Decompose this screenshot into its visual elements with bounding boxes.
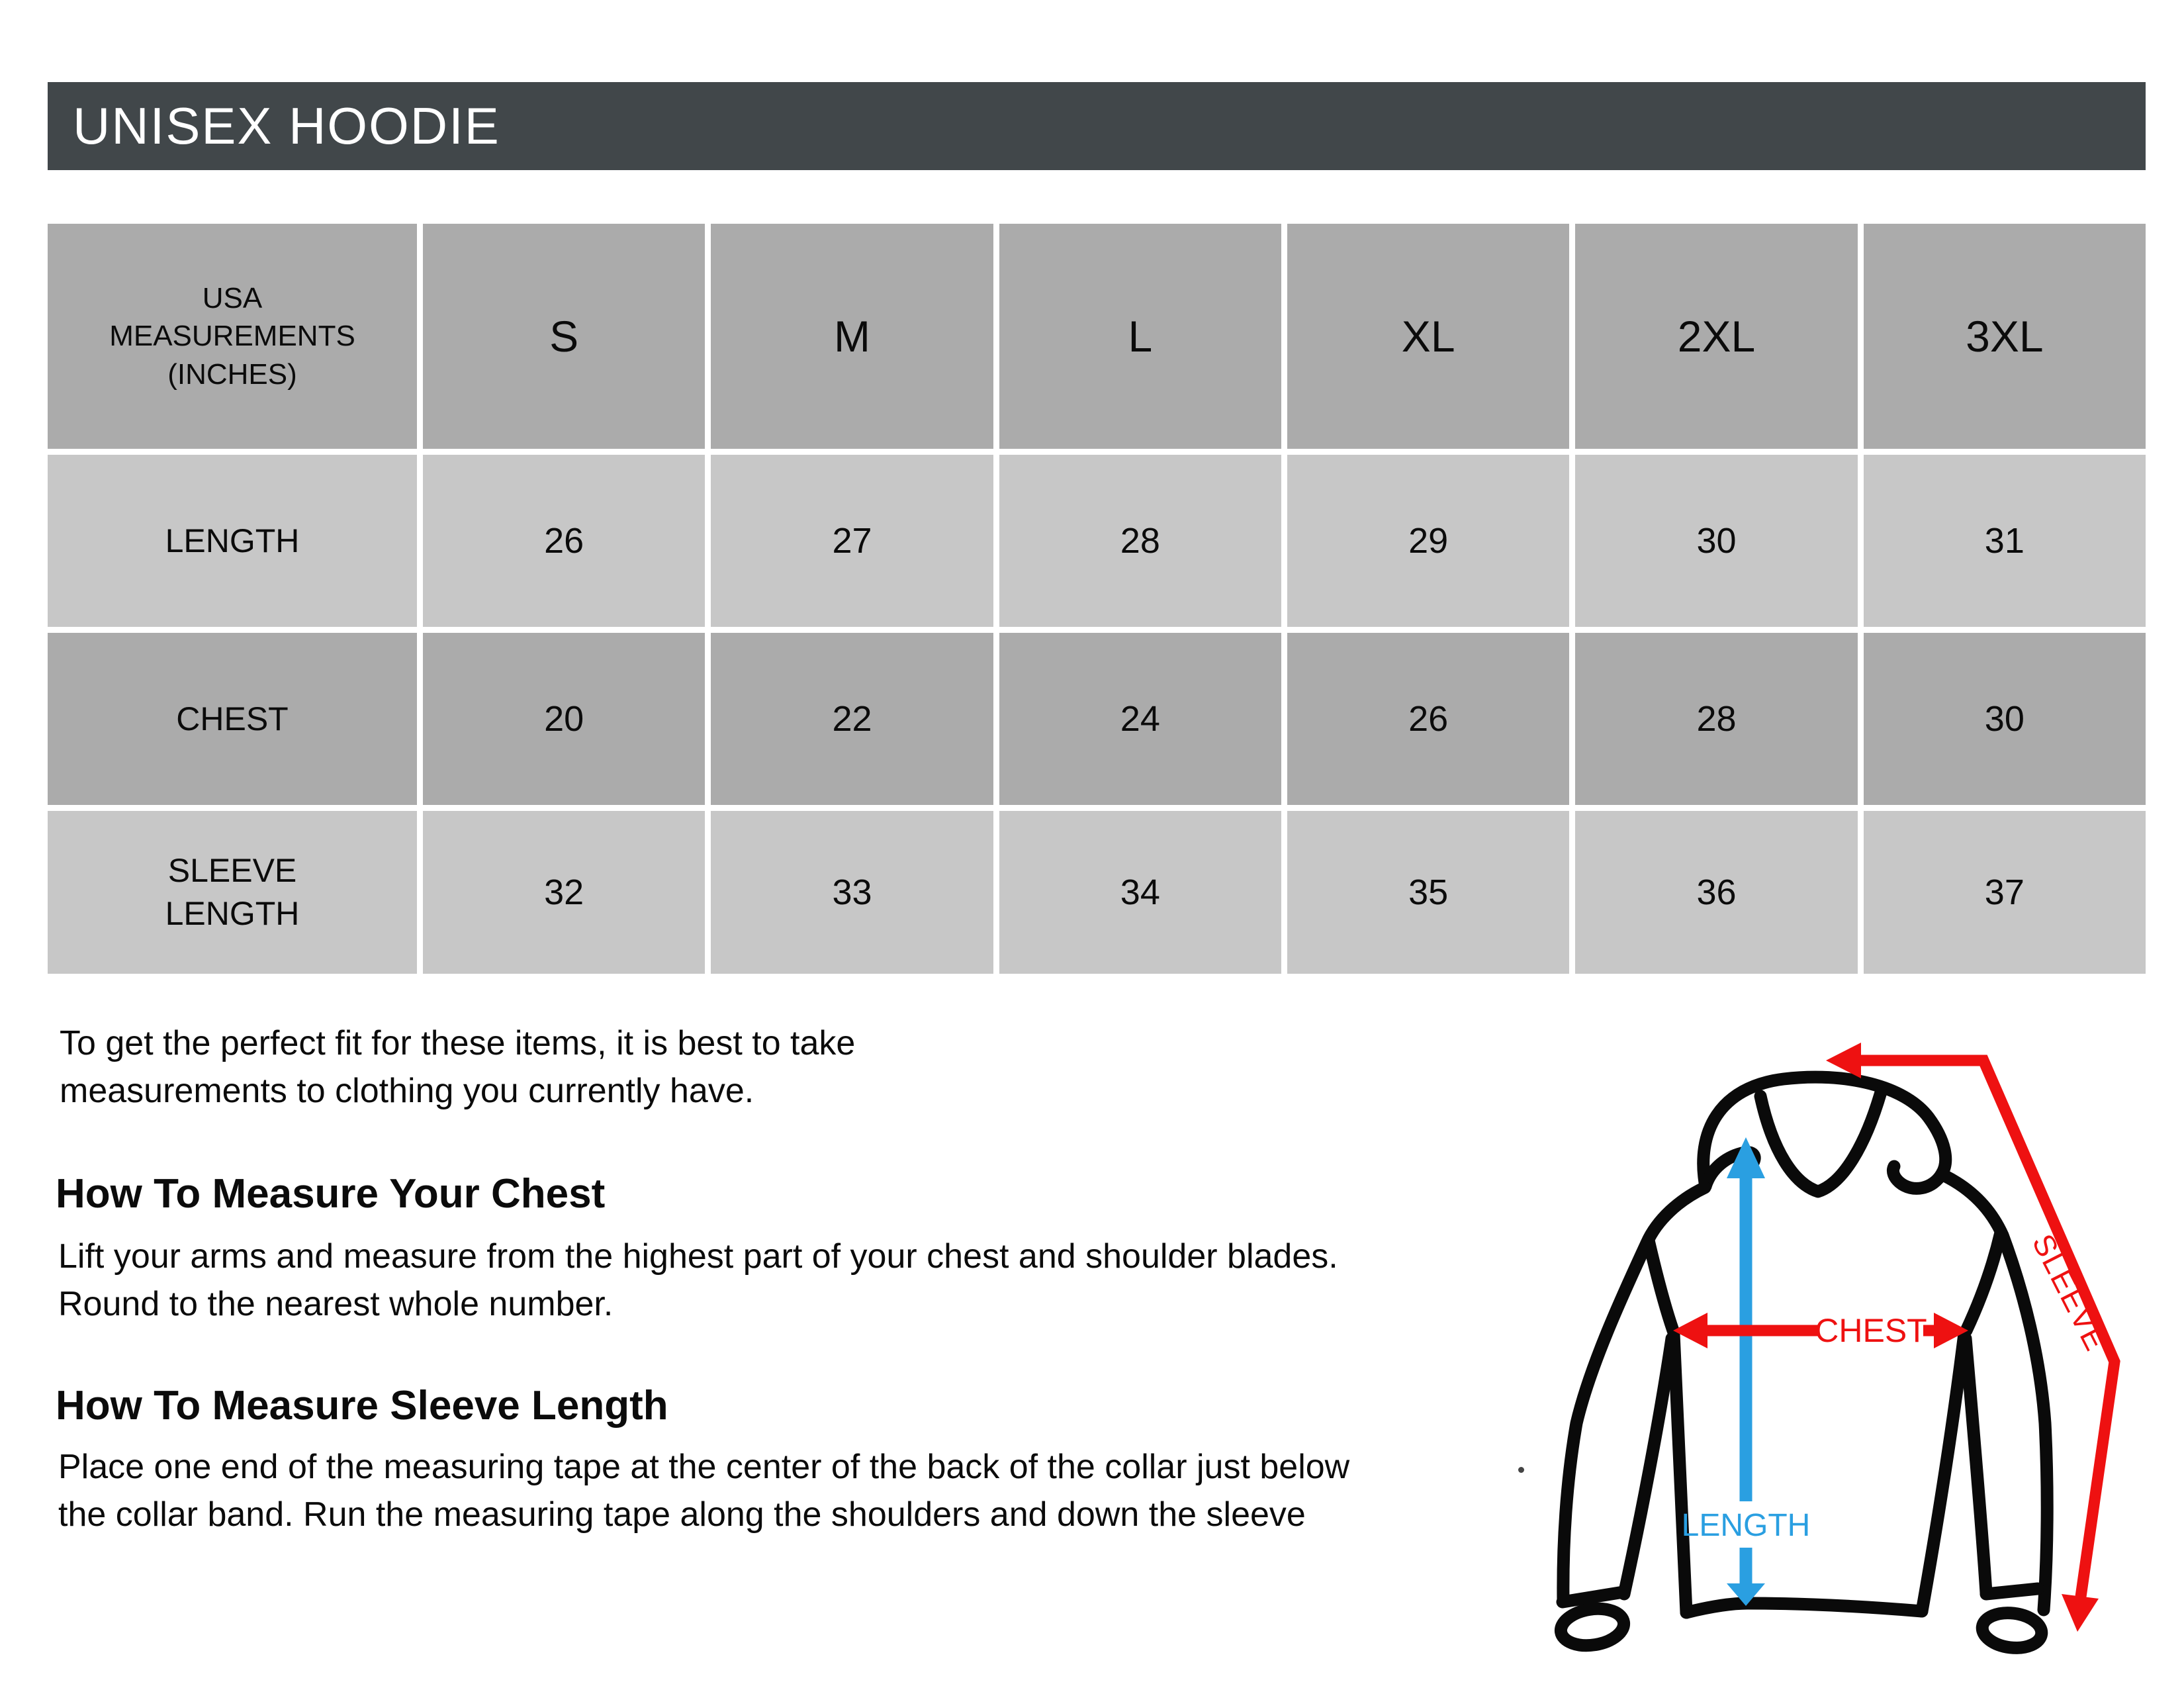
chest-arrowhead-right-icon — [1934, 1313, 1968, 1348]
right-cuff-top-path — [1979, 1582, 2044, 1601]
chest-value-l: 24 — [999, 633, 1281, 805]
length-value-l: 28 — [999, 455, 1281, 627]
left-sleeve-inner-path — [1617, 1332, 1678, 1601]
right-cuff-opening — [1976, 1607, 2048, 1654]
length-value-m: 27 — [711, 455, 993, 627]
right-sleeve-outer-path — [1938, 1169, 2054, 1617]
column-header-xl: XL — [1287, 224, 1570, 449]
sleeve-value-3xl: 37 — [1863, 811, 2146, 974]
column-header-l: L — [999, 224, 1281, 449]
length-arrow: LENGTH — [1682, 1137, 1811, 1606]
hood-outer-path — [1697, 1070, 1952, 1195]
length-arrowhead-down-icon — [1727, 1583, 1765, 1606]
length-value-s: 26 — [423, 455, 705, 627]
length-value-3xl: 31 — [1863, 455, 2146, 627]
left-cuff-top-path — [1556, 1585, 1630, 1609]
chest-value-s: 20 — [423, 633, 705, 805]
sleeve-arrow-polyline — [1856, 1055, 2120, 1598]
chest-text-line1: Lift your arms and measure from the high… — [58, 1237, 1338, 1276]
sleeve-value-l: 34 — [999, 811, 1281, 974]
body-left-edge-path — [1667, 1327, 1693, 1619]
chest-value-m: 22 — [711, 633, 993, 805]
chest-arrowhead-left-icon — [1673, 1313, 1707, 1348]
chest-label: CHEST — [1815, 1312, 1927, 1349]
measurements-table: USA MEASUREMENTS (INCHES) S M L XL 2XL 3… — [48, 224, 2146, 974]
left-cuff-opening — [1554, 1602, 1631, 1652]
sleeve-value-xl: 35 — [1287, 811, 1570, 974]
left-shoulder-seam-path — [1642, 1234, 1680, 1337]
right-sleeve-inner-path — [1959, 1332, 1993, 1599]
chest-value-2xl: 28 — [1575, 633, 1858, 805]
row-label-chest: CHEST — [48, 633, 417, 805]
hoodie-measurement-diagram: LENGTH CHEST SLEEVE — [1554, 1043, 2120, 1654]
length-value-xl: 29 — [1287, 455, 1570, 627]
page-title: UNISEX HOODIE — [73, 97, 500, 155]
hoodie-outline-drawing — [1554, 1070, 2054, 1654]
hem-path — [1680, 1597, 1929, 1619]
sleeve-value-2xl: 36 — [1575, 811, 1858, 974]
sleeve-value-m: 33 — [711, 811, 993, 974]
chest-value-3xl: 30 — [1863, 633, 2146, 805]
sleeve-text-line2: the collar band. Run the measuring tape … — [58, 1495, 1306, 1534]
length-value-2xl: 30 — [1575, 455, 1858, 627]
table-corner-header: USA MEASUREMENTS (INCHES) — [48, 224, 417, 449]
row-label-sleeve-length: SLEEVE LENGTH — [48, 811, 417, 974]
left-sleeve-outer-path — [1557, 1181, 1711, 1607]
chest-value-xl: 26 — [1287, 633, 1570, 805]
length-arrowhead-up-icon — [1727, 1137, 1765, 1178]
column-header-3xl: 3XL — [1863, 224, 2146, 449]
chest-text-line2: Round to the nearest whole number. — [58, 1285, 614, 1323]
sleeve-section-heading: How To Measure Sleeve Length — [56, 1383, 668, 1429]
intro-text-line2: measurements to clothing you currently h… — [60, 1072, 754, 1110]
sleeve-arrowhead-left-icon — [1826, 1043, 1861, 1078]
body-right-edge-path — [1915, 1327, 1971, 1618]
sleeve-value-s: 32 — [423, 811, 705, 974]
column-header-m: M — [711, 224, 993, 449]
column-header-s: S — [423, 224, 705, 449]
length-label: LENGTH — [1682, 1508, 1811, 1543]
hood-vneck-path — [1754, 1086, 1888, 1198]
sleeve-arrowhead-down-icon — [2062, 1594, 2099, 1632]
sleeve-text-line1: Place one end of the measuring tape at t… — [58, 1448, 1350, 1486]
intro-text-line1: To get the perfect fit for these items, … — [60, 1024, 856, 1062]
title-bar: UNISEX HOODIE — [48, 82, 2146, 170]
stray-dot — [1518, 1467, 1524, 1473]
right-shoulder-seam-path — [1960, 1226, 2007, 1337]
row-label-length: LENGTH — [48, 455, 417, 627]
column-header-2xl: 2XL — [1575, 224, 1858, 449]
chest-arrow: CHEST — [1673, 1312, 1968, 1349]
chest-section-heading: How To Measure Your Chest — [56, 1171, 606, 1217]
